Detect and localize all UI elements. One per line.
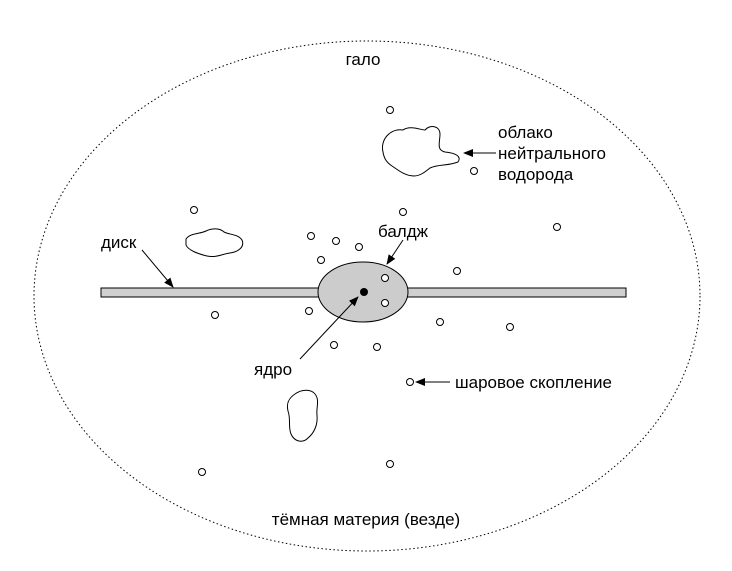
hydrogen-cloud bbox=[185, 228, 244, 258]
halo-boundary bbox=[33, 40, 701, 552]
globular-cluster bbox=[355, 243, 363, 251]
arrow-disk bbox=[141, 249, 174, 288]
label-disk: диск bbox=[101, 233, 137, 252]
globular-cluster bbox=[198, 468, 206, 476]
galactic-nucleus bbox=[360, 288, 368, 296]
globular-cluster bbox=[381, 274, 389, 282]
label-bulge: балдж bbox=[378, 222, 429, 241]
globular-cluster bbox=[332, 237, 340, 245]
globular-cluster bbox=[381, 299, 389, 307]
hydrogen-cloud bbox=[381, 126, 460, 177]
globular-cluster bbox=[506, 323, 514, 331]
globular-cluster bbox=[436, 318, 444, 326]
label-halo: гало bbox=[346, 50, 381, 69]
globular-cluster bbox=[406, 378, 414, 386]
arrow-nucleus bbox=[299, 296, 359, 360]
label-hydrogen-cloud-line3: водорода bbox=[498, 165, 574, 184]
globular-cluster bbox=[211, 311, 219, 319]
globular-cluster bbox=[307, 232, 315, 240]
globular-cluster bbox=[399, 208, 407, 216]
globular-clusters bbox=[190, 106, 561, 476]
globular-cluster bbox=[386, 460, 394, 468]
globular-cluster bbox=[386, 106, 394, 114]
label-nucleus: ядро bbox=[254, 360, 292, 379]
globular-cluster bbox=[470, 167, 478, 175]
label-dark-matter: тёмная материя (везде) bbox=[272, 510, 460, 529]
globular-cluster bbox=[373, 343, 381, 351]
label-hydrogen-cloud-line2: нейтрального bbox=[498, 144, 606, 163]
label-globular-cluster: шаровое скопление bbox=[455, 373, 612, 392]
globular-cluster bbox=[330, 341, 338, 349]
label-hydrogen-cloud-line1: облако bbox=[498, 123, 553, 142]
globular-cluster bbox=[190, 206, 198, 214]
arrow-bulge bbox=[386, 239, 404, 265]
hydrogen-cloud bbox=[286, 389, 319, 442]
globular-cluster bbox=[553, 223, 561, 231]
globular-cluster bbox=[453, 267, 461, 275]
globular-cluster bbox=[305, 307, 313, 315]
globular-cluster bbox=[317, 256, 325, 264]
